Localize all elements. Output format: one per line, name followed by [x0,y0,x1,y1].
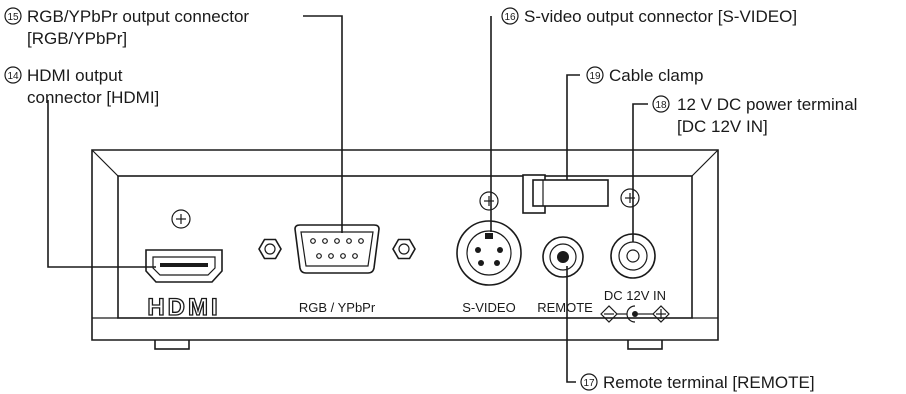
remote-jack-mid [549,243,577,271]
dsub-pins [310,238,364,259]
dsub-shell-outer [294,224,380,274]
callout-14: 14 HDMI output connector [HDMI] [4,66,159,107]
cable-clamp [522,174,609,214]
hdmi-logo: HDMI [147,294,220,321]
rgb-connector: RGB / YPbPr [258,224,416,315]
callout-14-line2: connector [HDMI] [27,88,159,107]
callout-18-line1: 12 V DC power terminal [677,95,857,114]
leader-14 [47,100,156,268]
dc-connector: DC 12V IN [600,188,670,323]
callout-19: 19 Cable clamp [586,66,704,85]
callout-14-line1: HDMI output [27,66,123,85]
callout-15: 15 RGB/YPbPr output connector [RGB/YPbPr… [4,7,249,48]
svideo-ring-outer [456,220,522,286]
dc-polarity-icon [600,305,670,323]
callout-15-line2: [RGB/YPbPr] [27,29,127,48]
remote-connector: REMOTE [537,236,593,315]
callout-18: 18 12 V DC power terminal [DC 12V IN] [652,95,857,136]
badge-18: 18 [655,100,667,111]
callout-16: 16 S-video output connector [S-VIDEO] [501,7,797,26]
leader-lines [47,15,648,383]
svideo-ring-inner [466,230,512,276]
leader-18 [632,103,648,242]
badge-16: 16 [504,12,516,23]
callout-16-line1: S-video output connector [S-VIDEO] [524,7,797,26]
dsub-shell-inner [300,231,374,267]
hex-standoff-left [258,238,282,260]
callout-17: 17 Remote terminal [REMOTE] [580,373,815,392]
callout-17-line1: Remote terminal [REMOTE] [603,373,815,392]
housing-bevel [91,149,719,319]
callout-19-line1: Cable clamp [609,66,704,85]
screw-icon [479,191,499,211]
leader-19 [566,74,580,180]
leader-17 [566,266,576,383]
screw-icon [171,209,191,229]
remote-jack-hole [557,251,569,263]
dc-jack-inner [626,249,640,263]
hex-standoff-right [392,238,416,260]
dc-label: DC 12V IN [604,288,666,303]
leader-15 [303,15,343,233]
rgb-label: RGB / YPbPr [299,300,376,315]
svideo-label: S-VIDEO [462,300,515,315]
clamp-body [532,179,609,207]
callout-18-line2: [DC 12V IN] [677,117,768,136]
hdmi-pin-strip [160,263,208,267]
badge-17: 17 [583,378,595,389]
hdmi-connector: HDMI [145,209,223,322]
callout-15-line1: RGB/YPbPr output connector [27,7,249,26]
svideo-key [485,233,493,239]
badge-19: 19 [589,71,601,82]
hdmi-port-inner [152,256,216,276]
badge-14: 14 [7,71,19,82]
svideo-connector: S-VIDEO [456,191,522,315]
remote-label: REMOTE [537,300,593,315]
badge-15: 15 [7,12,19,23]
